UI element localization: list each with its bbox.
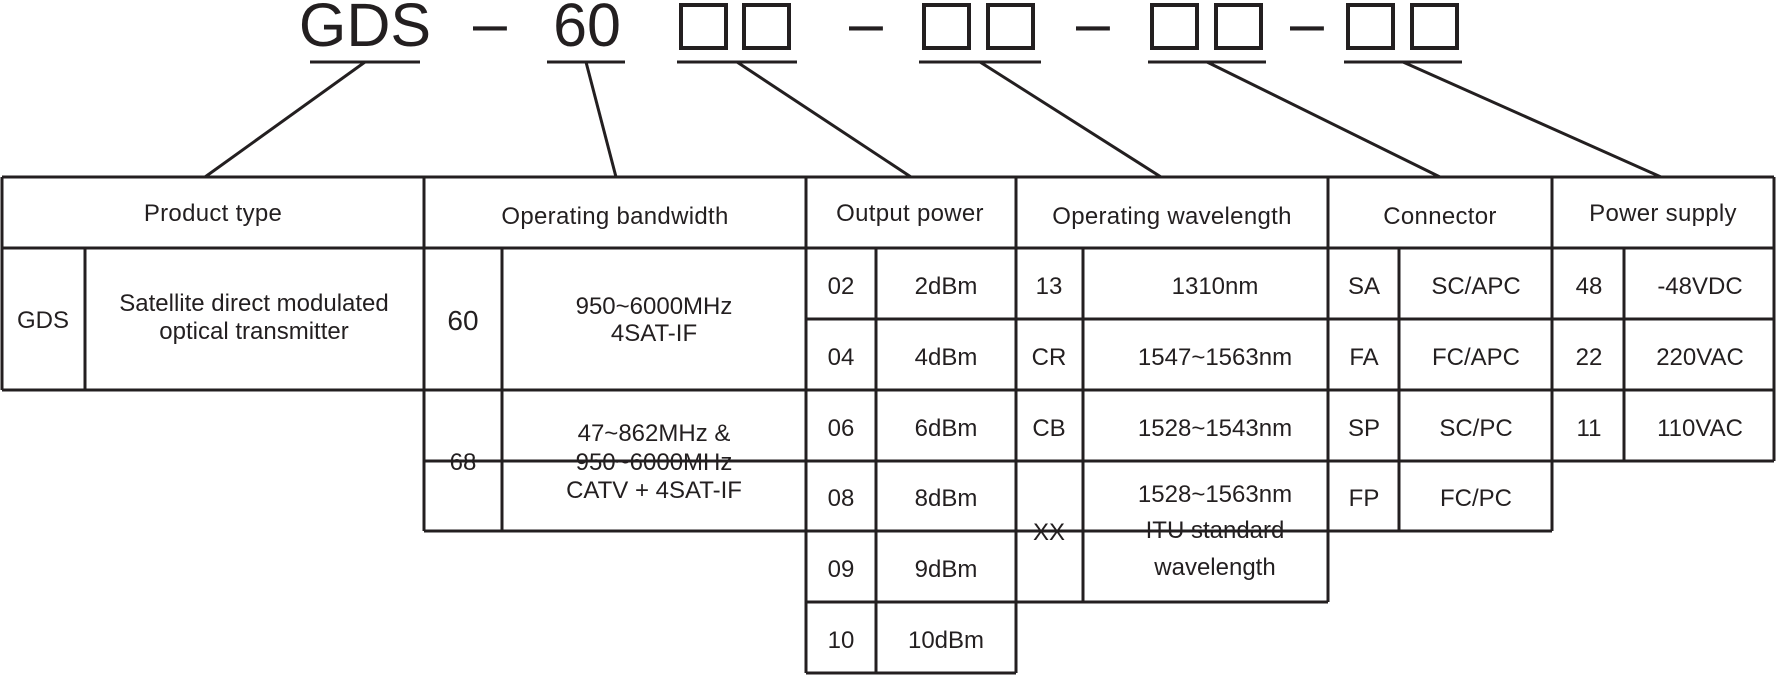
supply-value-22: 220VAC: [1656, 344, 1744, 371]
connector-code-sa: SA: [1348, 273, 1380, 300]
model-code: GDS – 60 – – –: [204, 0, 1662, 179]
power-code-02: 02: [828, 273, 855, 300]
power-value-06: 6dBm: [915, 415, 978, 442]
wavelength-value-xx-line-3: wavelength: [1153, 554, 1275, 581]
connector-value-sp: SC/PC: [1439, 415, 1512, 442]
supply-code-11: 11: [1577, 415, 1602, 442]
placeholder-box-power-2: [742, 3, 791, 50]
section-operating-wavelength: 13 1310nm CR 1547~1563nm CB 1528~1543nm …: [1032, 273, 1292, 581]
product-desc-line-2: optical transmitter: [159, 318, 348, 345]
connector-value-fa: FC/APC: [1432, 344, 1520, 371]
bandwidth-desc-60-line-1: 950~6000MHz: [576, 293, 733, 320]
wavelength-value-xx-line-2: ITU standard: [1146, 517, 1285, 544]
section-output-power: 02 2dBm 04 4dBm 06 6dBm 08 8dBm 09 9dBm …: [828, 273, 984, 654]
placeholder-box-supply-1: [1346, 3, 1395, 50]
placeholder-boxes: [679, 3, 1459, 50]
product-desc-line-1: Satellite direct modulated: [119, 290, 388, 317]
wavelength-value-13: 1310nm: [1172, 273, 1259, 300]
bandwidth-code-60: 60: [447, 305, 478, 336]
section-connector: SA SC/APC FA FC/APC SP SC/PC FP FC/PC: [1348, 273, 1521, 512]
supply-code-22: 22: [1576, 344, 1603, 371]
placeholder-box-connector-1: [1150, 3, 1199, 50]
power-value-02: 2dBm: [915, 273, 978, 300]
wavelength-value-xx-line-1: 1528~1563nm: [1138, 481, 1292, 508]
code-dash-4: –: [1290, 0, 1324, 57]
wavelength-code-xx: XX: [1033, 519, 1065, 546]
bandwidth-code-68: 68: [450, 449, 477, 476]
header-output-power: Output power: [836, 200, 984, 227]
code-dash-2: –: [849, 0, 883, 57]
bandwidth-desc-60-line-2: 4SAT-IF: [611, 320, 697, 347]
power-code-06: 06: [828, 415, 855, 442]
placeholder-box-wavelength-1: [922, 3, 971, 50]
code-bandwidth: 60: [553, 0, 621, 59]
supply-value-11: 110VAC: [1657, 415, 1743, 442]
header-operating-wavelength: Operating wavelength: [1052, 203, 1291, 230]
header-operating-bandwidth: Operating bandwidth: [501, 203, 728, 230]
section-product-type: GDS Satellite direct modulated optical t…: [17, 290, 389, 345]
placeholder-box-power-1: [679, 3, 728, 50]
table-grid: [0, 175, 1776, 675]
wavelength-code-cb: CB: [1032, 415, 1065, 442]
wavelength-code-cr: CR: [1032, 344, 1067, 371]
power-code-04: 04: [828, 344, 855, 371]
wavelength-value-cr: 1547~1563nm: [1138, 344, 1292, 371]
section-operating-bandwidth: 60 950~6000MHz 4SAT-IF 68 47~862MHz & 95…: [447, 293, 741, 504]
connector-code-fp: FP: [1349, 485, 1380, 512]
code-dash-3: –: [1076, 0, 1110, 57]
power-value-04: 4dBm: [915, 344, 978, 371]
bandwidth-desc-68-line-1: 47~862MHz &: [578, 420, 731, 447]
leader-lines: [204, 60, 1662, 179]
connector-value-sa: SC/APC: [1431, 273, 1520, 300]
supply-value-48: -48VDC: [1657, 273, 1742, 300]
power-value-09: 9dBm: [915, 556, 978, 583]
power-code-09: 09: [828, 556, 855, 583]
power-value-08: 8dBm: [915, 485, 978, 512]
connector-code-fa: FA: [1349, 344, 1378, 371]
bandwidth-desc-68-line-2: 950~6000MHz: [576, 449, 733, 476]
section-power-supply: 48 -48VDC 22 220VAC 11 110VAC: [1576, 273, 1744, 442]
code-prefix: GDS: [299, 0, 431, 59]
placeholder-box-wavelength-2: [986, 3, 1035, 50]
header-power-supply: Power supply: [1589, 200, 1737, 227]
power-value-10: 10dBm: [908, 627, 984, 654]
table-headers: Product type Operating bandwidth Output …: [144, 200, 1737, 230]
power-code-08: 08: [828, 485, 855, 512]
power-code-10: 10: [828, 627, 855, 654]
product-code: GDS: [17, 307, 69, 334]
wavelength-value-cb: 1528~1543nm: [1138, 415, 1292, 442]
wavelength-code-13: 13: [1036, 273, 1063, 300]
placeholder-box-connector-2: [1214, 3, 1263, 50]
code-dash-1: –: [473, 0, 507, 57]
placeholder-box-supply-2: [1410, 3, 1459, 50]
header-connector: Connector: [1383, 203, 1496, 230]
connector-code-sp: SP: [1348, 415, 1380, 442]
supply-code-48: 48: [1576, 273, 1603, 300]
connector-value-fp: FC/PC: [1440, 485, 1512, 512]
bandwidth-desc-68-line-3: CATV + 4SAT-IF: [566, 477, 742, 504]
header-product-type: Product type: [144, 200, 282, 227]
